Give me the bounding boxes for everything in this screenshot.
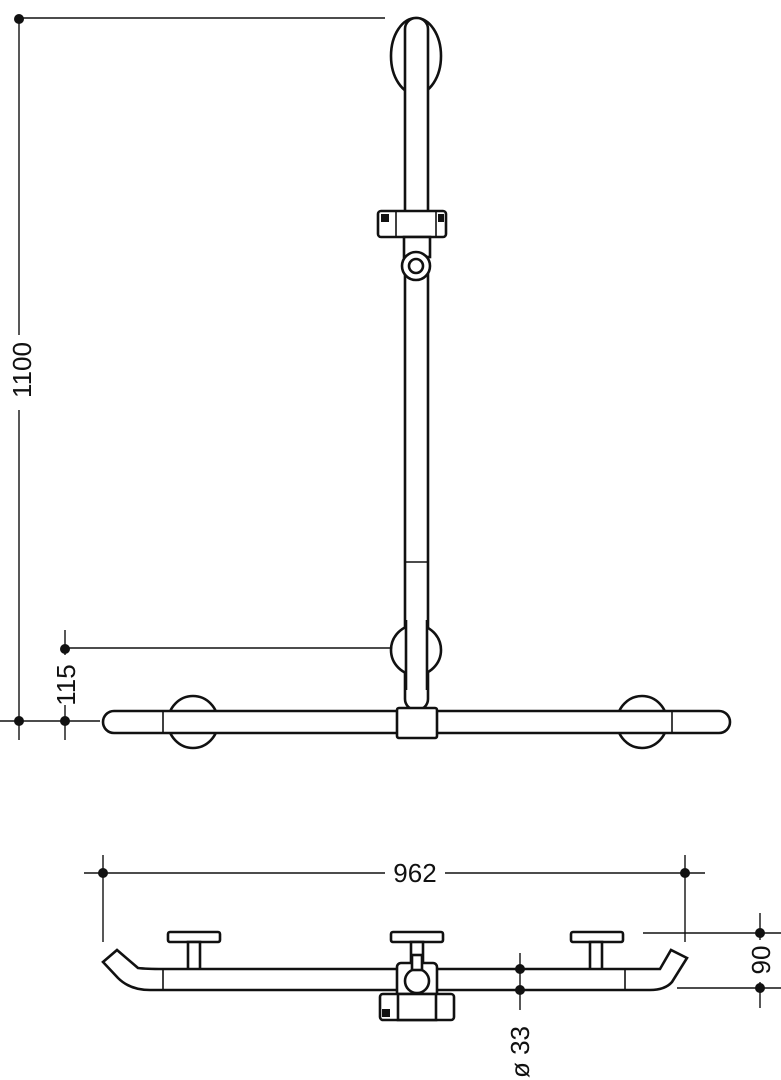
top-view <box>101 930 689 1022</box>
slider-top-view <box>378 953 456 1022</box>
depth-label: 90 <box>746 946 776 975</box>
front-view <box>101 16 732 750</box>
left-wall-bracket <box>166 930 222 972</box>
height-lower-label: 115 <box>51 664 81 705</box>
height-total-label: 1100 <box>7 342 37 398</box>
dimension-height-lower: 115 <box>0 630 392 740</box>
bar-top-view <box>101 948 689 992</box>
t-connector <box>395 706 439 740</box>
dimension-width-total: 962 <box>84 855 705 942</box>
dimension-height-total: 1100 <box>7 14 385 740</box>
diameter-label: ø 33 <box>505 1026 535 1078</box>
right-wall-bracket <box>569 930 625 972</box>
shower-slider <box>376 209 448 282</box>
dimension-depth: 90 <box>643 913 781 1008</box>
width-total-label: 962 <box>393 858 436 888</box>
vertical-bar <box>403 16 430 712</box>
dimension-diameter: ø 33 <box>505 953 535 1078</box>
